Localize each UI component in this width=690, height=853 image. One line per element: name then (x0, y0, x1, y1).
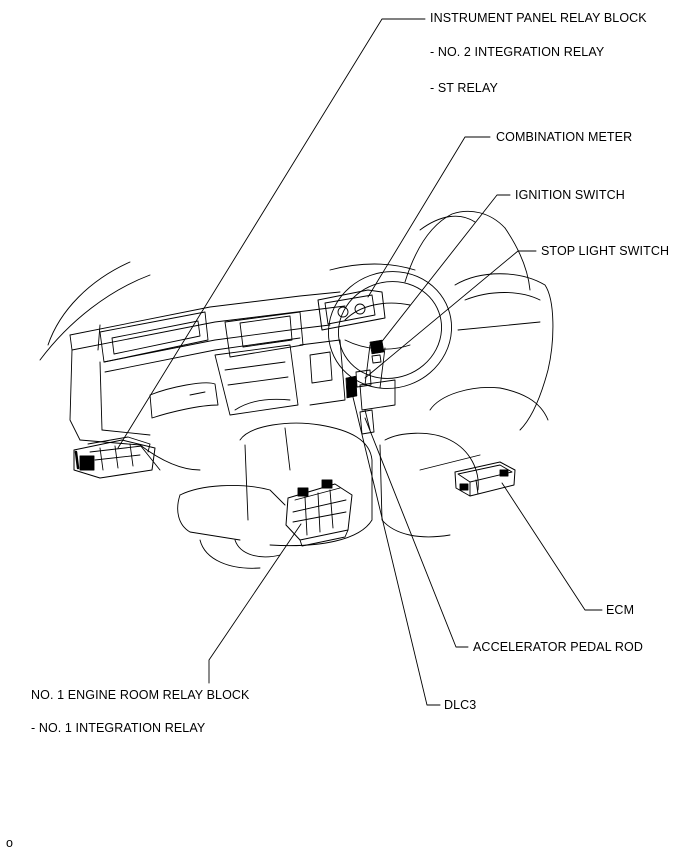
seats (177, 273, 554, 569)
label-no2-integration-relay: - NO. 2 INTEGRATION RELAY (430, 45, 605, 59)
label-ignition-switch: IGNITION SWITCH (515, 188, 625, 202)
cabin-outline (39, 210, 531, 361)
stop-light-switch-component (345, 369, 375, 435)
label-st-relay: - ST RELAY (430, 81, 498, 95)
instrument-panel-relay-block-component (73, 436, 156, 479)
leader-ecm (501, 482, 603, 611)
ignition-switch-component (369, 339, 385, 364)
label-dlc3: DLC3 (444, 698, 477, 712)
figure-code: o (6, 836, 14, 850)
label-no1-integration-relay: - NO. 1 INTEGRATION RELAY (31, 721, 206, 735)
leader-dlc3 (351, 392, 441, 706)
dashboard (69, 291, 346, 471)
label-combination-meter: COMBINATION METER (496, 130, 633, 144)
label-no1-engine-room-relay-block: NO. 1 ENGINE ROOM RELAY BLOCK (31, 688, 250, 702)
leader-lines (117, 18, 603, 706)
leader-stop-light-switch (364, 250, 537, 379)
steering-wheel (328, 271, 452, 431)
combination-meter-component (317, 289, 386, 331)
no1-engine-room-relay-block-component (285, 479, 353, 547)
leader-accelerator-pedal-rod (364, 417, 469, 648)
leader-ignition-switch (375, 194, 511, 350)
leader-no1-engine-room-relay-block (208, 523, 302, 684)
leader-combination-meter (367, 136, 491, 298)
label-instrument-panel-relay-block: INSTRUMENT PANEL RELAY BLOCK (430, 11, 647, 25)
leader-instrument-panel-relay-block (117, 18, 426, 449)
ecm-component (454, 461, 516, 497)
label-ecm: ECM (606, 603, 635, 617)
label-accelerator-pedal-rod: ACCELERATOR PEDAL ROD (473, 640, 643, 654)
label-stop-light-switch: STOP LIGHT SWITCH (541, 244, 670, 258)
